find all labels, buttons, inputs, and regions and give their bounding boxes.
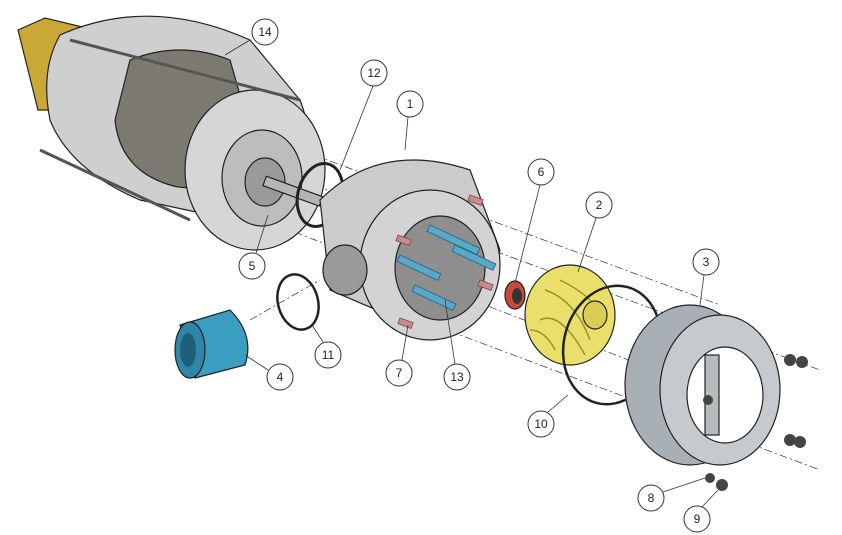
svg-text:1: 1 [407,97,414,111]
svg-text:13: 13 [450,370,464,384]
pump-housing [319,159,501,341]
nuts-8-9 [703,354,808,491]
motor-assembly [17,15,326,251]
callout-14: 14 [224,18,279,56]
svg-text:4: 4 [277,370,284,384]
svg-text:14: 14 [258,25,272,39]
svg-text:10: 10 [534,417,548,431]
pins-7 [395,194,494,329]
housing-inlet-port [322,244,368,296]
callout-5: 5 [238,214,269,280]
svg-text:6: 6 [538,165,545,179]
callout-9: 9 [683,489,719,533]
callout-2: 2 [577,191,613,273]
callout-4: 4 [244,354,294,391]
callout-8: 8 [637,477,706,512]
callout-13: 13 [443,299,471,391]
svg-text:9: 9 [694,512,701,526]
svg-text:5: 5 [249,259,256,273]
svg-text:11: 11 [322,348,335,362]
callout-10: 10 [527,394,569,438]
bolts-13 [396,224,497,312]
svg-text:8: 8 [648,491,655,505]
callout-3: 3 [692,248,720,306]
svg-text:12: 12 [367,66,381,80]
callout-6: 6 [514,158,555,284]
svg-text:2: 2 [596,198,603,212]
callout-1: 1 [396,90,424,151]
callout-11: 11 [311,324,342,369]
callout-7: 7 [385,324,413,387]
svg-text:3: 3 [703,255,710,269]
callout-12: 12 [339,59,388,171]
svg-text:7: 7 [396,366,403,380]
union-nut-4 [174,309,249,379]
pump-cover [624,304,808,491]
o-ring-11 [276,273,320,331]
impeller [524,264,616,366]
callouts: 14 12 1 6 2 3 5 11 4 7 13 10 8 9 [224,18,720,533]
